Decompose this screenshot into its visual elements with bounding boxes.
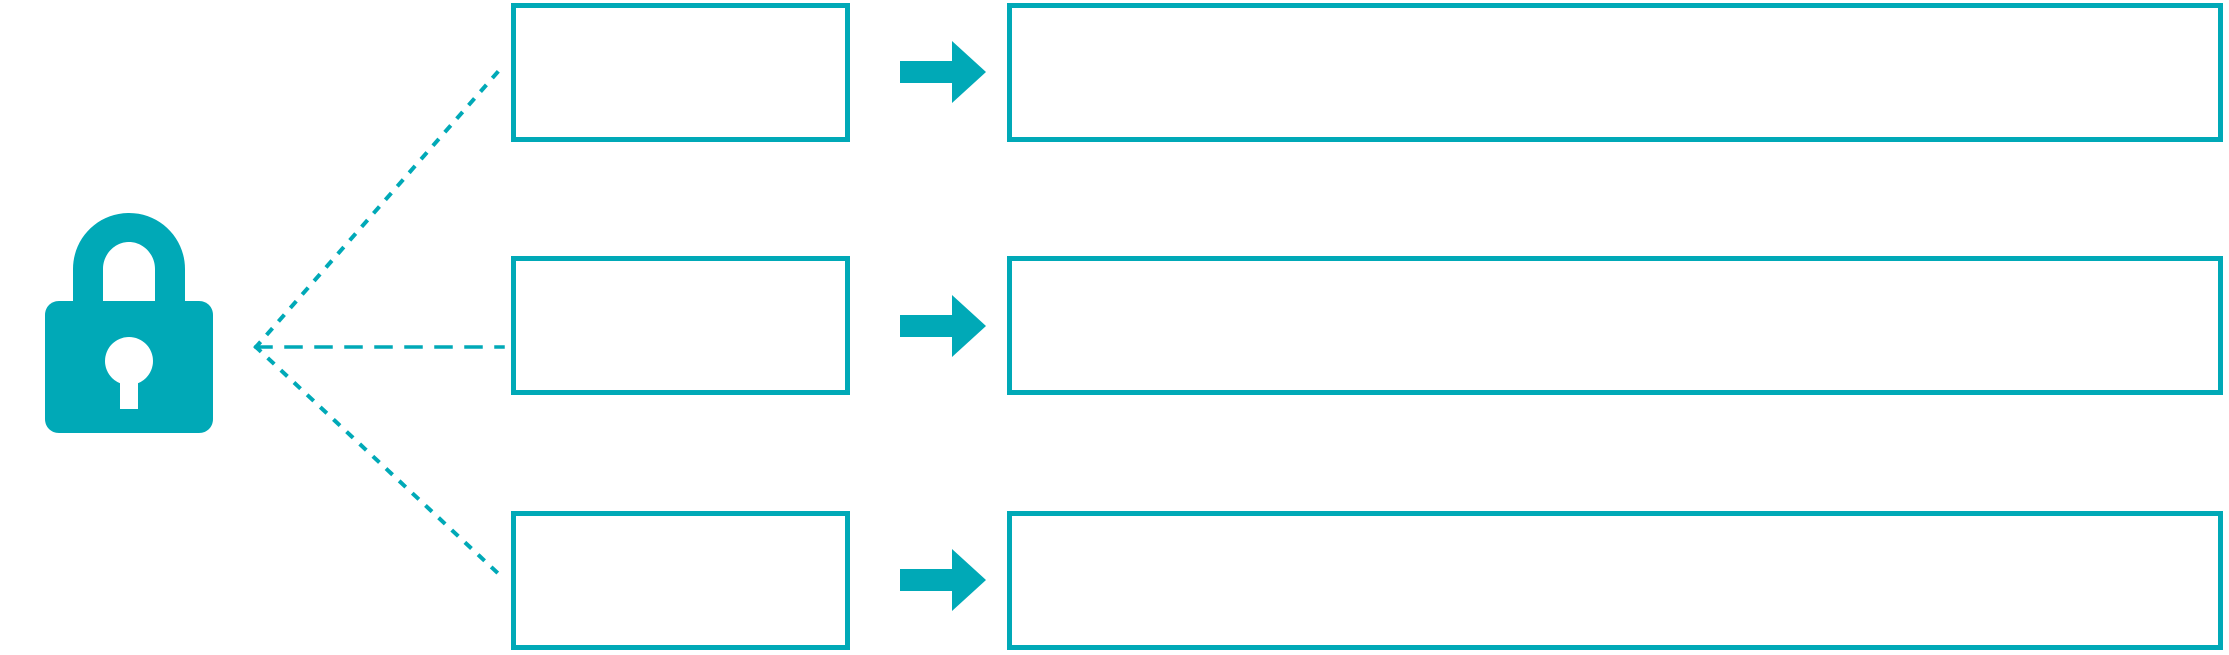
input-box-row-2[interactable] <box>511 256 850 395</box>
input-box-row-1[interactable] <box>511 3 850 142</box>
output-box-row-1[interactable] <box>1007 3 2223 142</box>
output-box-row-2[interactable] <box>1007 256 2223 395</box>
connector-line-row-1 <box>253 63 506 350</box>
input-box-row-3[interactable] <box>511 511 850 650</box>
arrow-right-icon <box>900 549 986 611</box>
arrow-right-icon <box>900 295 986 357</box>
arrow-right-icon <box>900 41 986 103</box>
connector-line-row-3 <box>253 344 506 581</box>
output-box-row-3[interactable] <box>1007 511 2223 650</box>
lock-icon <box>45 213 213 433</box>
